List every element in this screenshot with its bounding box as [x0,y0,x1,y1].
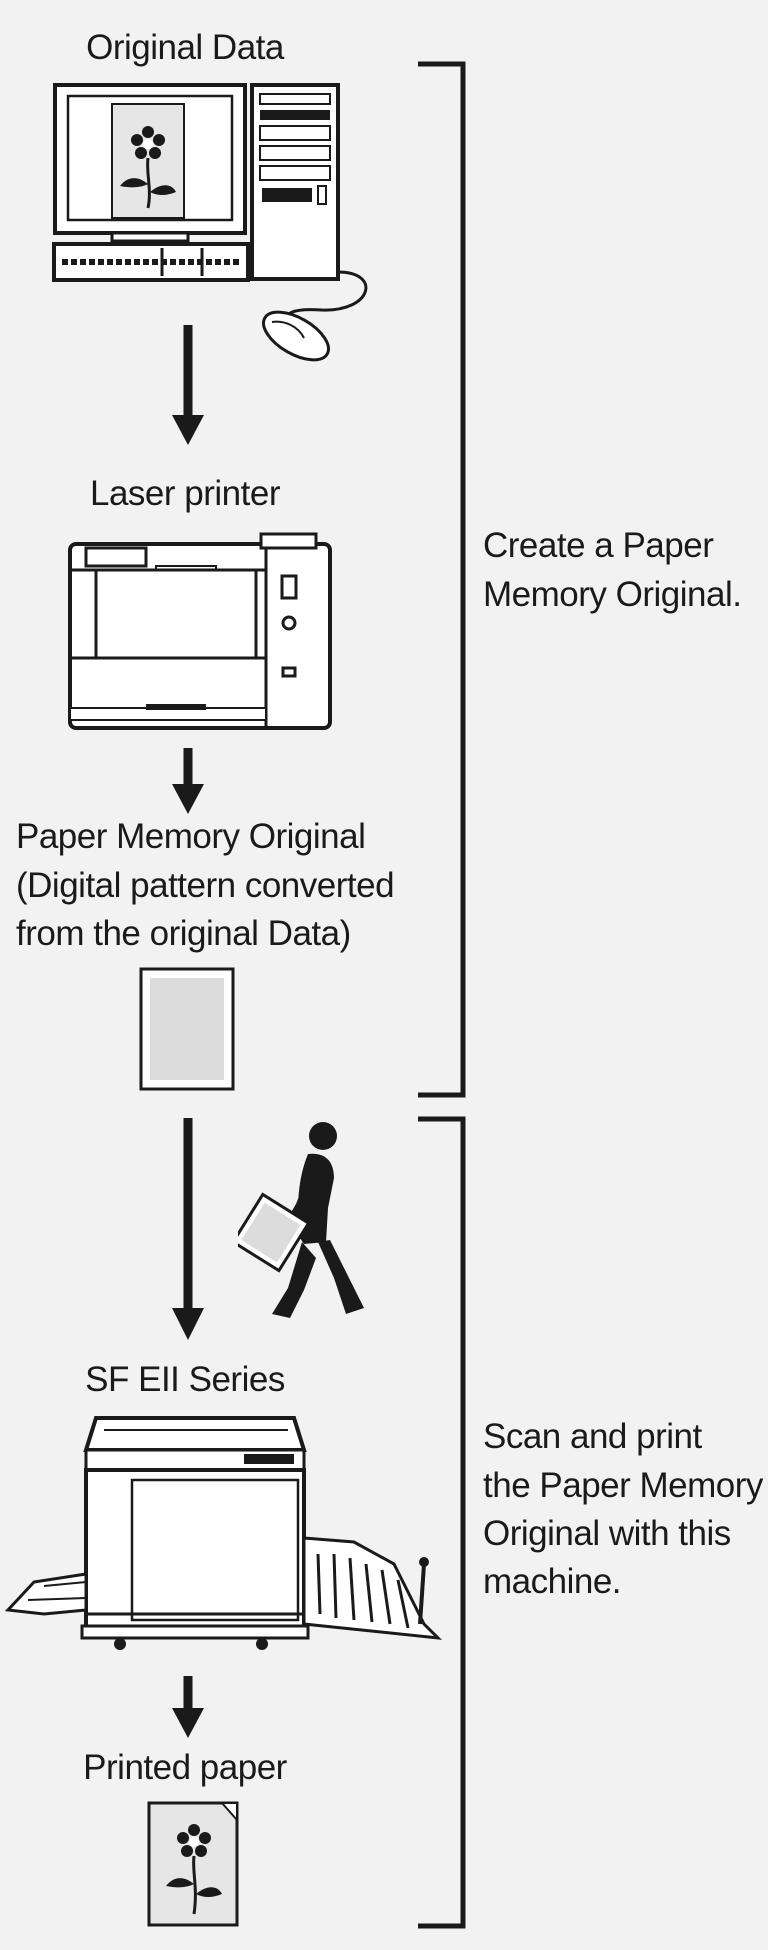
bracket-scan [418,1116,466,1929]
arrow-to-printer [172,325,204,445]
label-original-data: Original Data [86,28,284,67]
laser-printer-icon [68,532,332,730]
bracket-create-line1: Create a Paper [483,526,714,565]
bracket-scan-line4: machine. [483,1562,622,1601]
label-paper-memory-line2: (Digital pattern converted [16,866,395,905]
brackets [418,61,466,1929]
paper-memory-original-icon [139,967,235,1091]
label-laser-printer: Laser printer [90,474,280,513]
label-paper-memory-line3: from the original Data) [16,914,351,953]
bracket-create [418,61,466,1098]
bracket-scan-line1: Scan and print [483,1417,702,1456]
bracket-scan-line3: Original with this [483,1514,731,1553]
mouse-icon [262,310,330,362]
arrow-to-machine [172,1118,204,1340]
bracket-create-line2: Memory Original. [483,575,742,614]
arrow-to-paper-memory [172,748,204,814]
sf-machine-icon [4,1416,443,1650]
arrow-to-printed-paper [172,1676,204,1738]
bracket-scan-line2: the Paper Memory [483,1466,763,1505]
printed-paper-icon [147,1801,239,1927]
label-printed-paper: Printed paper [83,1748,287,1787]
flower-icon [120,126,176,209]
label-machine: SF EII Series [85,1360,285,1399]
walking-person-icon [238,1122,364,1318]
label-paper-memory-line1: Paper Memory Original [16,817,366,856]
computer-icon [52,83,368,362]
flower-icon [166,1824,222,1915]
